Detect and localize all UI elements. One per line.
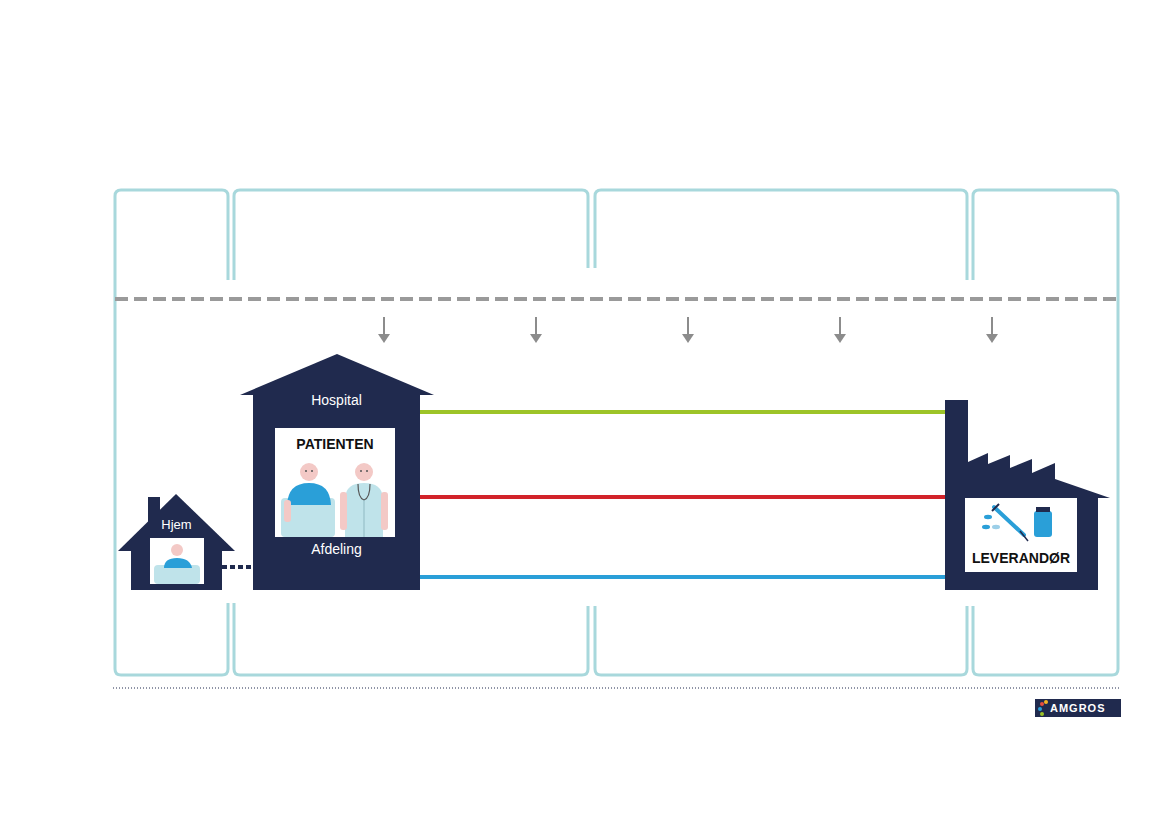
column-frames xyxy=(115,190,1118,675)
hospital-building xyxy=(240,354,434,590)
patient-box: PATIENTEN xyxy=(275,428,395,537)
home-node: Hjem xyxy=(131,494,222,590)
hospital-node: HospitalAfdeling PATIENTEN xyxy=(253,354,420,590)
home-house xyxy=(118,494,235,590)
node-text: Afdeling xyxy=(253,541,420,557)
node-text: LEVERANDØR xyxy=(965,550,1077,566)
footer-rule xyxy=(113,688,1120,689)
dashed-divider xyxy=(115,297,1118,301)
node-text: Hospital xyxy=(253,392,420,408)
logo-mark xyxy=(1038,700,1048,716)
down-arrows xyxy=(378,317,998,343)
logo-ground xyxy=(1035,699,1121,717)
factory-building xyxy=(945,400,1110,590)
node-text: PATIENTEN xyxy=(275,436,395,452)
connector-line xyxy=(420,575,945,579)
node-text: Hjem xyxy=(131,518,222,533)
connector-line xyxy=(420,410,945,414)
connector-line xyxy=(222,565,253,569)
logo-text: AMGROS xyxy=(1050,701,1106,715)
connector-line xyxy=(420,495,945,499)
supplier-node: LEVERANDØR xyxy=(945,400,1110,590)
dotted-link xyxy=(222,565,253,569)
